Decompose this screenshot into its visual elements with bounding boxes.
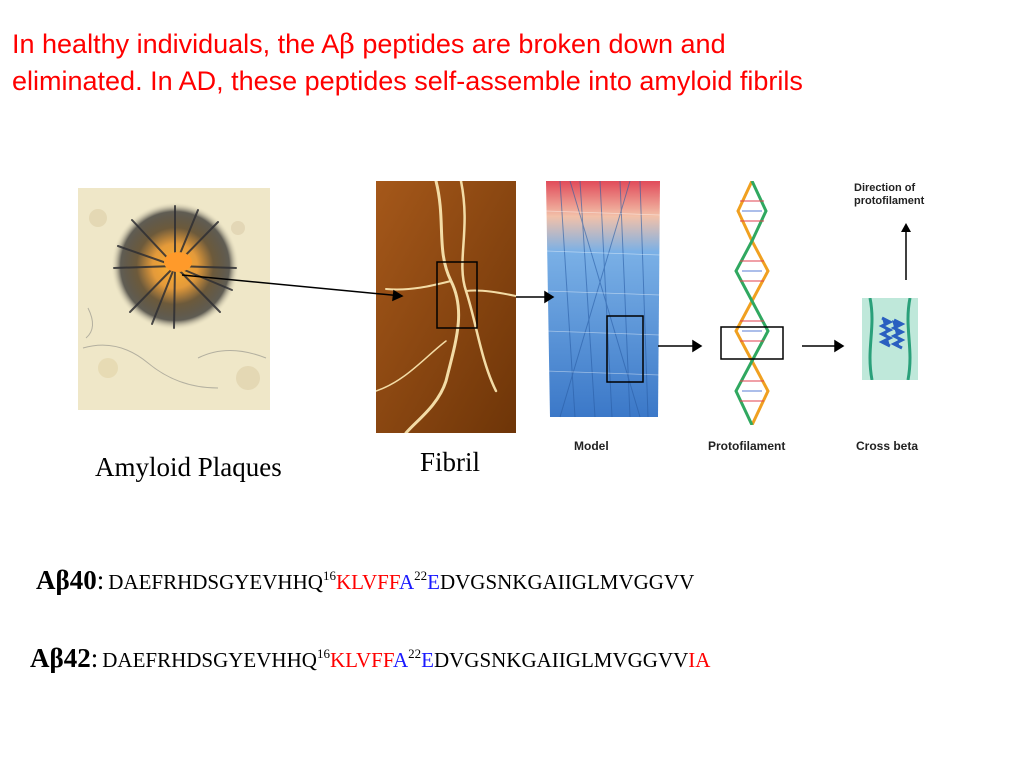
amyloid-plaque-image	[78, 188, 270, 410]
direction-label: Direction of protofilament	[854, 182, 925, 207]
ab42-name: Aβ42	[30, 643, 91, 673]
headline-line-1: In healthy individuals, the Aβ peptides …	[12, 29, 726, 60]
model-label: Model	[574, 439, 609, 453]
amyloid-plaques-caption: Amyloid Plaques	[95, 452, 282, 482]
protofilament-highlight-box	[720, 326, 784, 360]
ab40-sequence: Aβ40: DAEFRHDSGYEVHHQ16KLVFFA22EDVGSNKGA…	[36, 565, 695, 595]
cross-beta-image	[862, 298, 918, 380]
model-image	[540, 181, 666, 421]
ab42-sequence: Aβ42: DAEFRHDSGYEVHHQ16KLVFFA22EDVGSNKGA…	[30, 643, 711, 673]
model-highlight-box	[606, 315, 644, 383]
headline-line-2: eliminated. In AD, these peptides self-a…	[12, 66, 803, 96]
cross-beta-label: Cross beta	[856, 439, 919, 453]
protofilament-label: Protofilament	[708, 439, 786, 453]
direction-arrow	[901, 223, 911, 280]
fibril-caption: Fibril	[420, 447, 481, 477]
fibril-image	[376, 181, 516, 433]
fibril-highlight-box	[436, 261, 478, 329]
protofilament-image	[718, 181, 786, 425]
headline: In healthy individuals, the Aβ peptides …	[12, 26, 1022, 100]
ab40-name: Aβ40	[36, 565, 97, 595]
